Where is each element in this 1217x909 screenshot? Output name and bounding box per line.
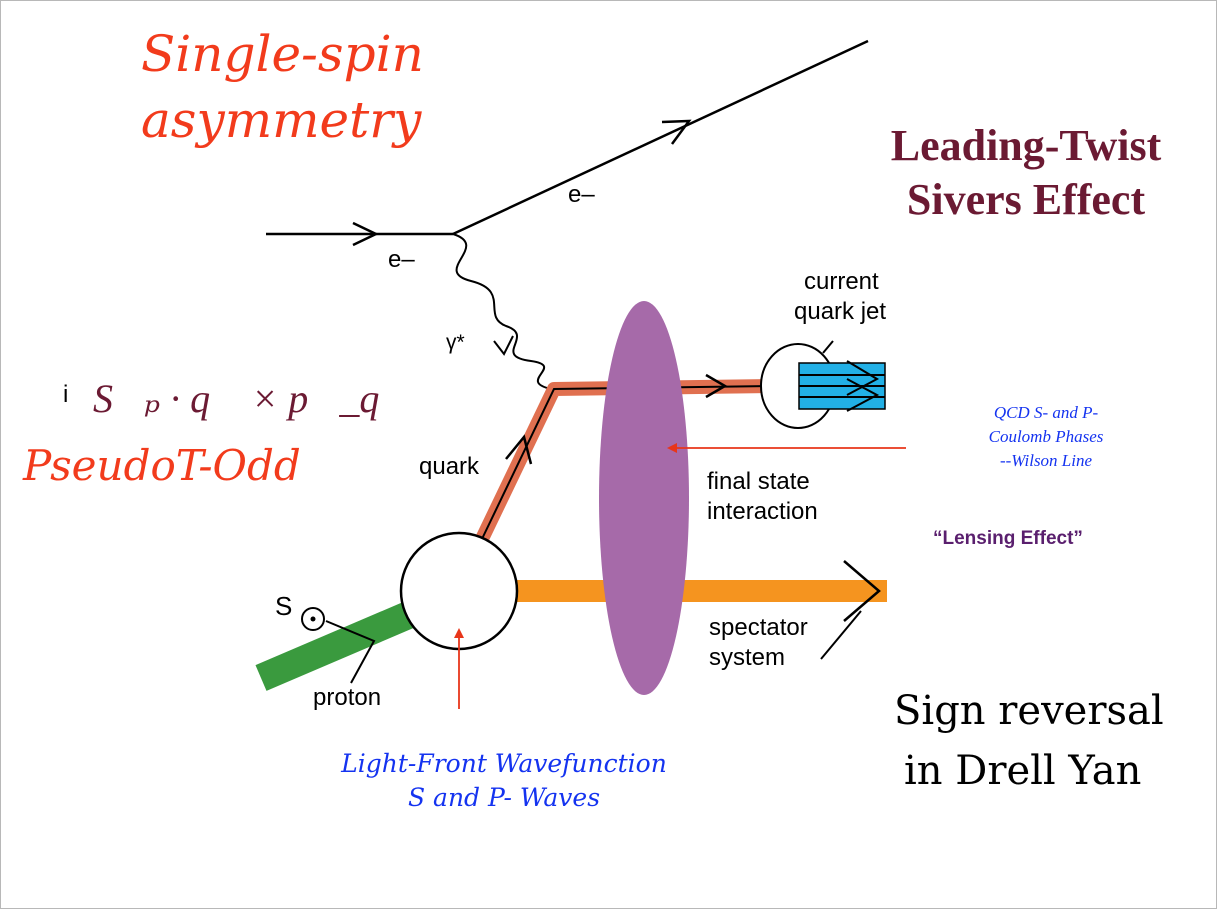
photon-arrow [493,335,514,356]
quark-arrow [505,434,533,465]
lfwf-line-1: Light-Front Wavefunction [341,749,667,778]
label-photon: γ* [446,331,465,354]
qcd-note-line-2: Coulomb Phases [988,427,1104,446]
qcd-note-line-1: QCD S- and P- [993,403,1099,422]
lfwf-line-2: S and P- Waves [407,783,601,812]
label-electron-out: e– [568,181,595,208]
label-fsi: final state interaction [707,467,818,527]
qcd-note: QCD S- and P- Coulomb Phases --Wilson Li… [916,401,1176,473]
right-title-line-2: Sivers Effect [906,175,1146,224]
proton-pointer [325,620,376,684]
label-current-jet-line-1: current [804,268,879,295]
label-current-jet: current quark jet [794,267,886,327]
jet-arrow-2 [846,378,880,412]
label-fsi-line-1: final state [707,468,810,495]
spin-dot [310,616,316,622]
right-title-line-1: Leading-Twist [890,121,1162,170]
label-spectator-line-2: system [709,644,786,671]
incoming-electron-arrow [352,221,379,247]
lensing-label: “Lensing Effect” [933,528,1083,549]
label-quark: quark [419,453,480,480]
label-proton: proton [313,684,382,711]
label-electron-in: e– [388,246,415,273]
label-spectator: spectator system [709,613,808,673]
label-spectator-line-1: spectator [709,614,808,641]
quark-line-core [480,385,772,542]
qcd-note-line-3: --Wilson Line [999,451,1093,470]
jet-arrow-1 [846,360,880,396]
slide-title-line-1: Single-spin [141,25,424,83]
jet-pointer [822,340,834,354]
fsi-ellipse [599,301,689,695]
right-title: Leading-Twist Sivers Effect [861,119,1191,227]
outgoing-electron-arrow [661,119,692,145]
spectator-pointer [820,610,862,660]
spin-circle [301,607,325,631]
quark-arrow-right [705,373,728,399]
spectator-arrow [843,560,881,622]
lfwf-note: Light-Front Wavefunction S and P- Waves [269,747,739,815]
label-fsi-line-2: interaction [707,498,818,525]
formula: S⃗ₚ · q⃗ × p⃗_q [93,376,380,421]
outgoing-electron-line [452,39,869,236]
sign-reversal-line-1: Sign reversal [894,688,1164,734]
sign-reversal-line-2: in Drell Yan [904,748,1142,794]
slide-title: Single-spin asymmetry [141,21,424,153]
label-spin: S [275,591,293,621]
sign-reversal: Sign reversal in Drell Yan [894,681,1164,801]
label-current-jet-line-2: quark jet [794,298,887,325]
pseudo-label: PseudoT-Odd [23,441,301,490]
slide-title-line-2: asymmetry [141,91,422,149]
formula-prefix: i [63,381,69,408]
photon-wavy-line [452,233,552,390]
